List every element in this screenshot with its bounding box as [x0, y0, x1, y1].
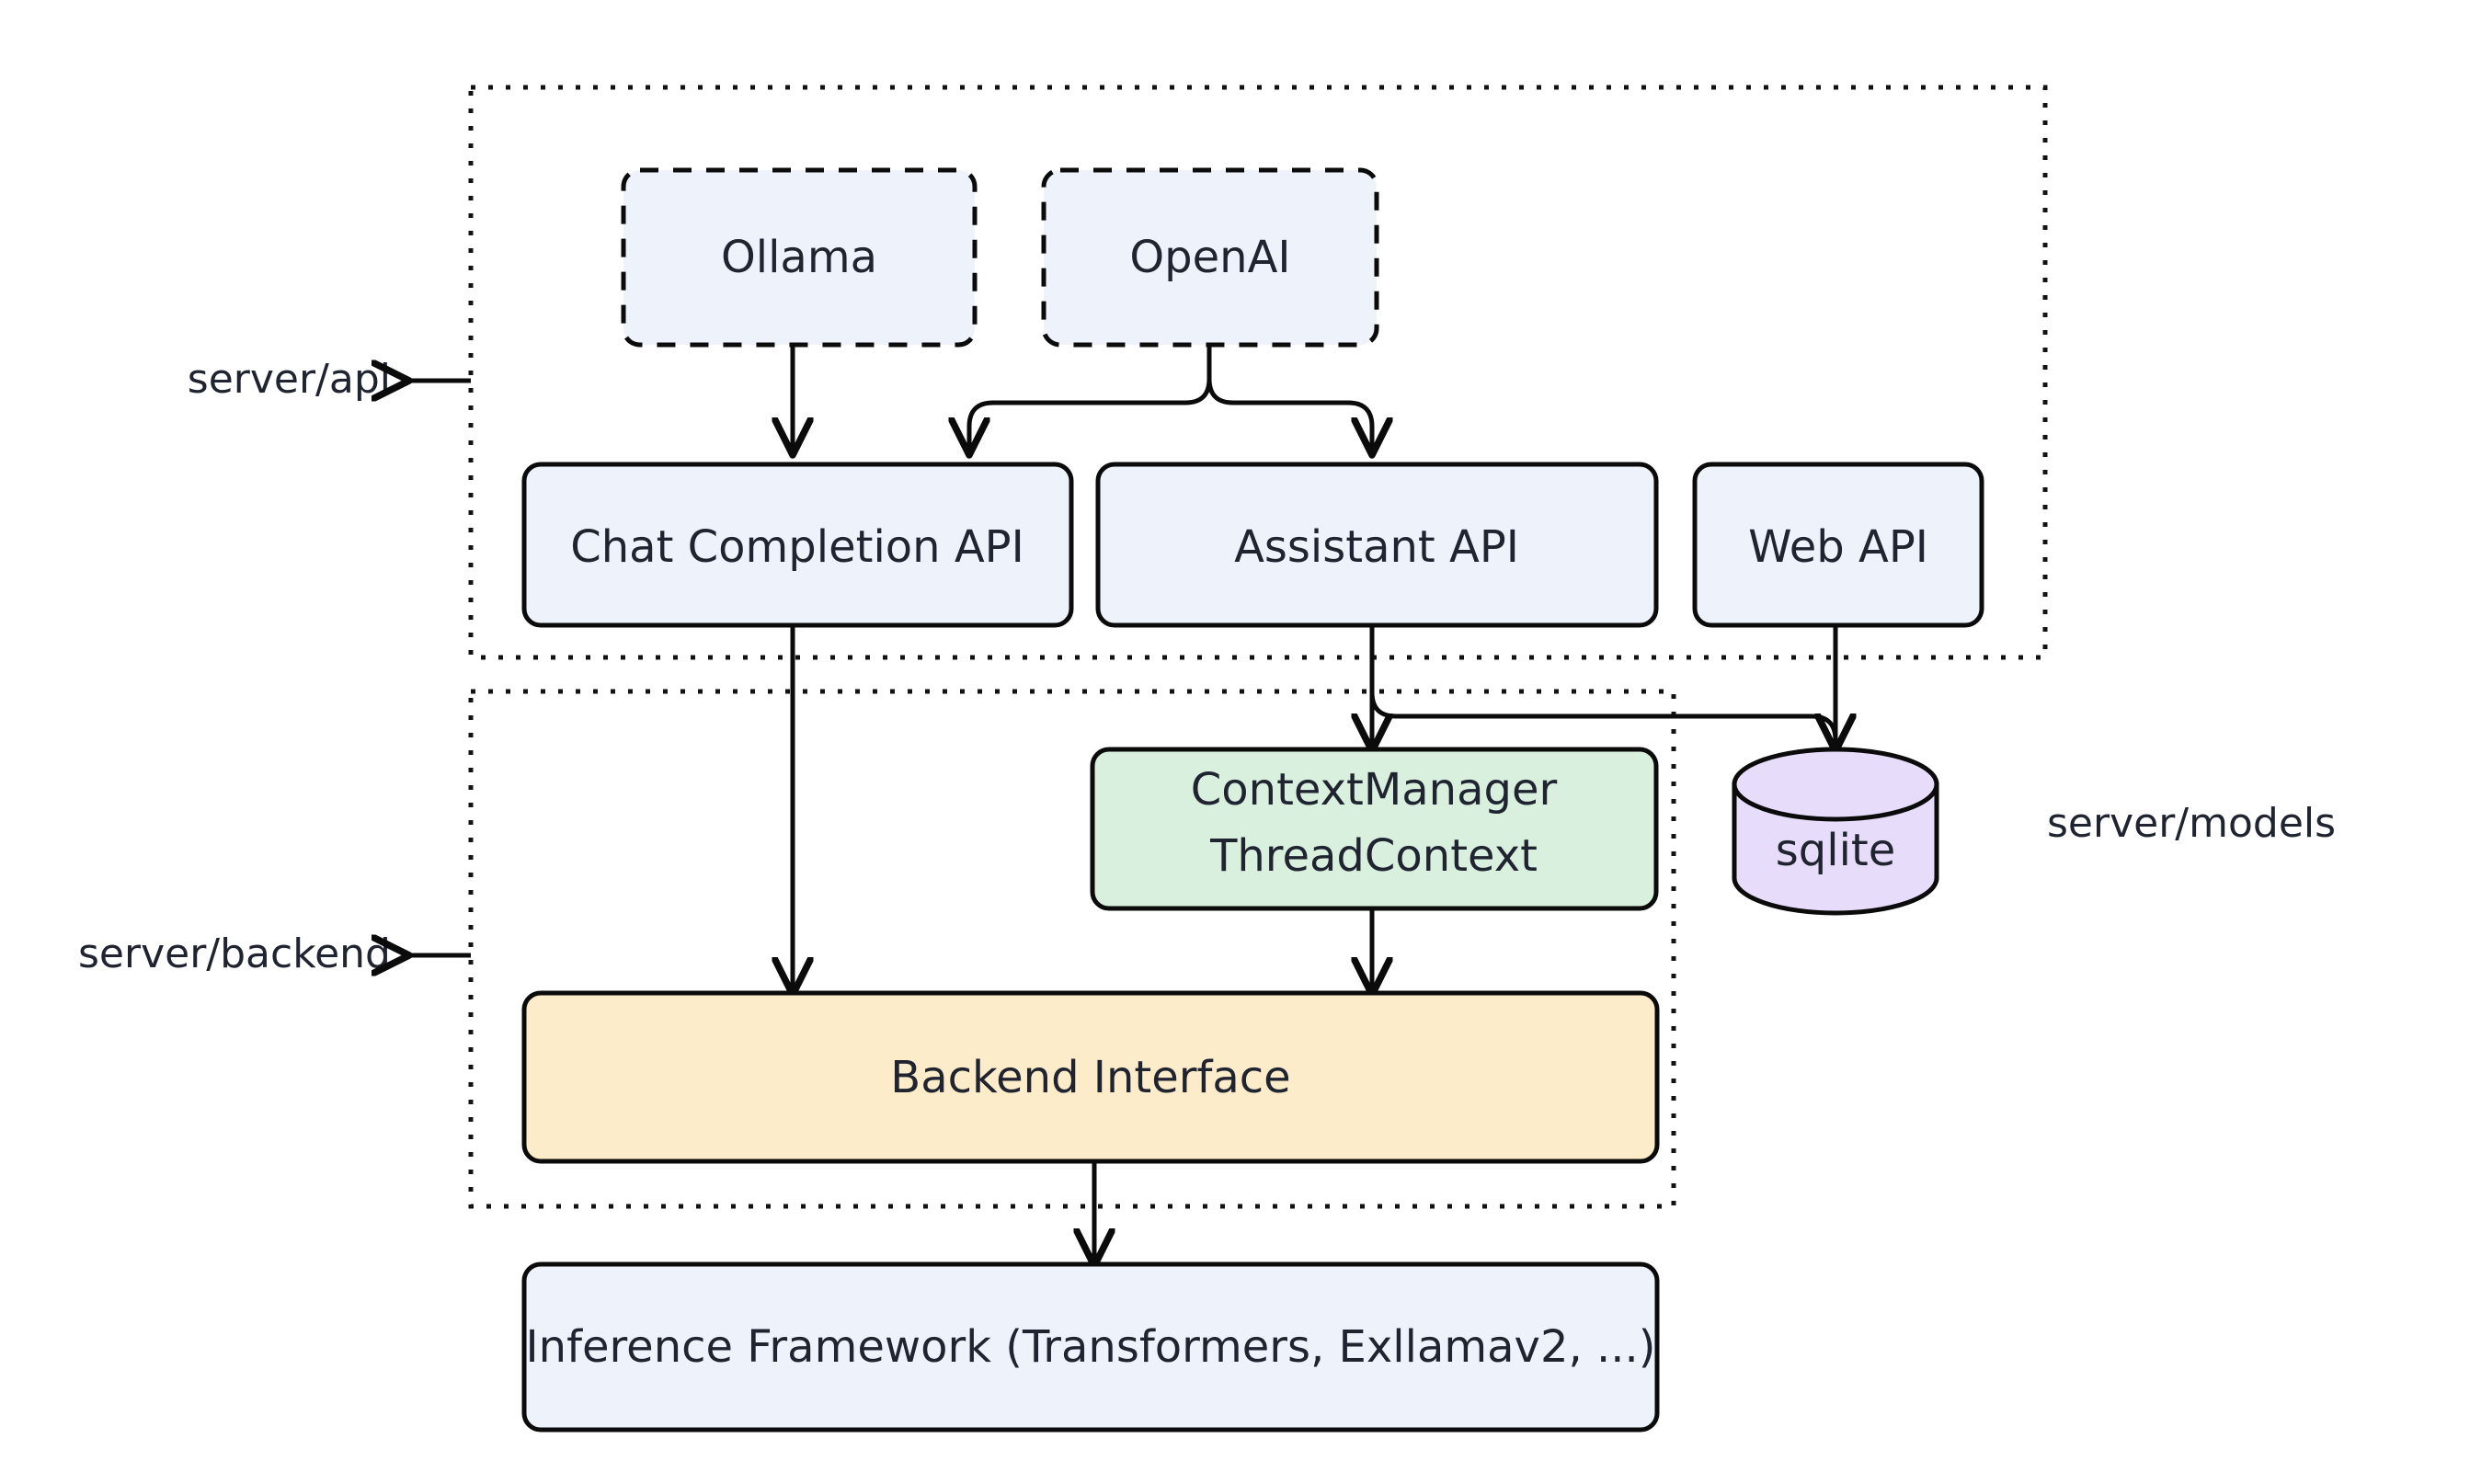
group-label-server-models: server/models	[2047, 800, 2336, 847]
node-label-sqlite: sqlite	[1776, 825, 1896, 876]
node-context-manager[interactable]: ContextManager ThreadContext	[1090, 747, 1659, 911]
node-label-inference-framework: Inference Framework (Transformers, Exlla…	[525, 1321, 1655, 1373]
node-label-web-api: Web API	[1748, 521, 1928, 573]
node-inference-framework[interactable]: Inference Framework (Transformers, Exlla…	[521, 1261, 1660, 1433]
group-container-server-api	[468, 85, 2048, 660]
node-label-context-manager-line1: ContextManager	[1191, 764, 1558, 816]
node-label-backend-interface: Backend Interface	[890, 1052, 1290, 1103]
group-label-server-api: server/api	[188, 356, 391, 403]
node-label-ollama: Ollama	[721, 232, 877, 283]
node-label-assistant-api: Assistant API	[1234, 521, 1519, 573]
node-assistant-api[interactable]: Assistant API	[1095, 462, 1659, 628]
node-web-api[interactable]: Web API	[1692, 462, 1984, 628]
node-chat-completion-api[interactable]: Chat Completion API	[521, 462, 1074, 628]
node-label-chat-completion-api: Chat Completion API	[570, 521, 1024, 573]
edge-assistant-api-to-sqlite	[1369, 625, 1835, 747]
edge-openai-to-assistant-api	[1206, 344, 1372, 451]
node-ollama[interactable]: Ollama	[621, 167, 978, 348]
node-backend-interface[interactable]: Backend Interface	[521, 990, 1660, 1164]
edge-openai-to-chat-completion	[969, 344, 1212, 451]
group-label-server-backend: server/backend	[78, 930, 391, 977]
node-label-openai: OpenAI	[1129, 232, 1290, 283]
node-sqlite[interactable]: sqlite	[1732, 747, 1939, 916]
node-openai[interactable]: OpenAI	[1041, 167, 1379, 348]
node-label-context-manager-line2: ThreadContext	[1209, 830, 1538, 882]
